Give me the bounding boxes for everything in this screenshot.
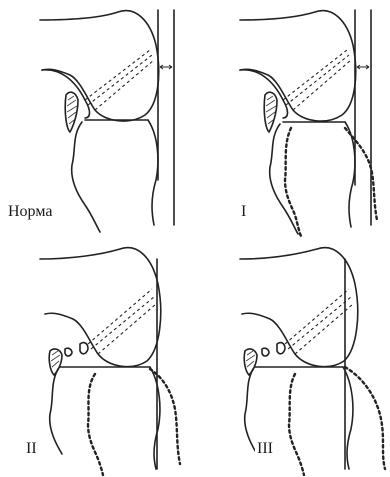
panel-grade-1: I	[195, 0, 390, 238]
panel-label-grade-1: I	[239, 203, 248, 221]
panel-norma: Норма	[0, 0, 195, 238]
diagram-grade-3	[195, 239, 390, 477]
panel-label-grade-3: III	[255, 440, 275, 458]
panel-label-norma: Норма	[6, 203, 54, 221]
panel-grade-3: III	[195, 239, 390, 477]
panel-grade-2: II	[0, 239, 195, 477]
panel-label-grade-2: II	[24, 440, 39, 458]
diagram-grade-1	[195, 0, 390, 238]
displaced-contour	[285, 128, 301, 236]
tibia-outline	[148, 120, 158, 225]
femur-outline	[40, 11, 159, 121]
